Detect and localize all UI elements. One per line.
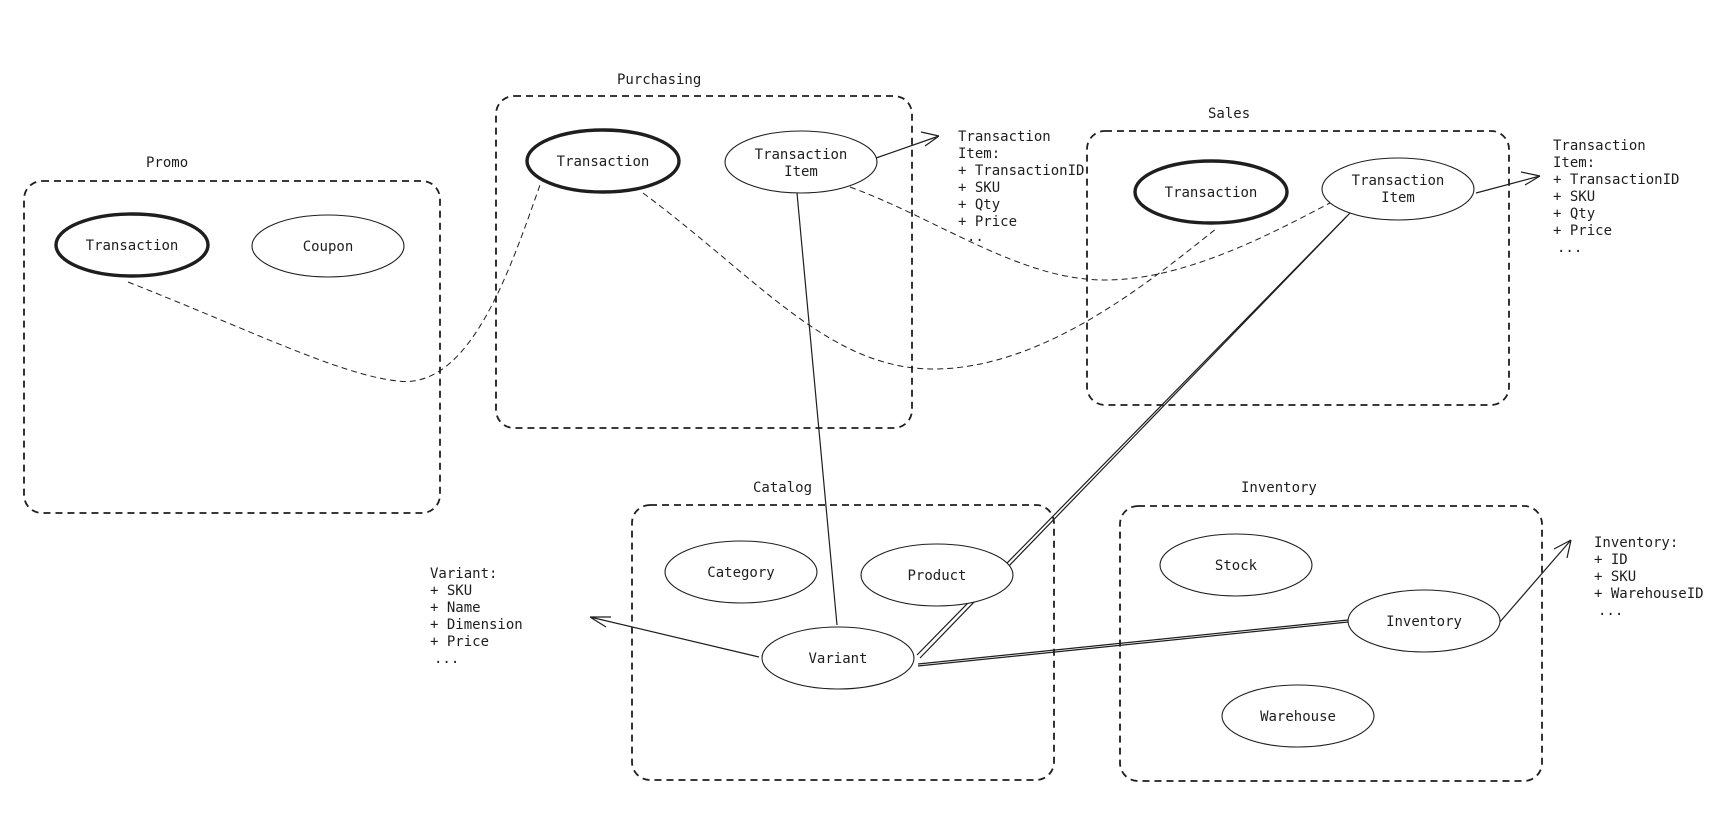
inventory-stock-node[interactable]: Stock [1159, 533, 1313, 597]
purchasing-box [495, 95, 913, 429]
purchasing-to-sales-transaction-relation [642, 192, 1218, 370]
node-label: Transaction [755, 147, 848, 163]
promo-to-purchasing-relation [127, 184, 541, 382]
catalog-label: Catalog [753, 480, 812, 496]
node-label: Transaction [557, 154, 650, 170]
node-label: Transaction [86, 238, 179, 254]
note-line: + Price [430, 634, 489, 650]
note-line: + Qty [1553, 206, 1595, 222]
note-line: Inventory: [1594, 535, 1678, 551]
note-line: + Price [958, 214, 1017, 230]
inventory-inventory-node[interactable]: Inventory [1347, 589, 1501, 653]
purchasing-transaction-item-node[interactable]: Transaction Item [724, 130, 878, 194]
note-line: .. [967, 229, 984, 245]
node-label: Item [784, 164, 818, 180]
sales-box [1086, 130, 1510, 406]
purchasing-item-to-sales-item-relation [849, 186, 1331, 281]
note-line: + Name [430, 600, 481, 616]
note-line: + SKU [1553, 189, 1595, 205]
catalog-variant-node[interactable]: Variant [761, 626, 915, 690]
note-line: Item: [958, 146, 1000, 162]
variant-note-arrow [589, 616, 760, 658]
sales-item-note: Transaction Item: + TransactionID + SKU … [1553, 138, 1679, 256]
catalog-box [631, 504, 1055, 781]
note-line: + SKU [1594, 569, 1636, 585]
sales-transaction-node[interactable]: Transaction [1133, 159, 1289, 225]
note-line: + Dimension [430, 617, 523, 633]
node-label: Item [1381, 190, 1415, 206]
node-label: Category [707, 565, 774, 581]
note-line: + TransactionID [958, 163, 1084, 179]
note-line: ... [1557, 240, 1582, 256]
node-label: Transaction [1352, 173, 1445, 189]
note-line: + Price [1553, 223, 1612, 239]
sales-item-note-arrow [1475, 171, 1541, 194]
node-label: Stock [1215, 558, 1258, 574]
sales-label: Sales [1208, 106, 1250, 122]
catalog-category-node[interactable]: Category [664, 540, 818, 604]
promo-label: Promo [146, 155, 188, 171]
inventory-warehouse-node[interactable]: Warehouse [1221, 684, 1375, 748]
note-line: + SKU [958, 180, 1000, 196]
catalog-product-node[interactable]: Product [860, 543, 1014, 607]
note-line: Transaction [958, 129, 1051, 145]
promo-transaction-node[interactable]: Transaction [54, 212, 210, 278]
variant-note: Variant: + SKU + Name + Dimension + Pric… [430, 566, 523, 667]
note-line: + TransactionID [1553, 172, 1679, 188]
inventory-note: Inventory: + ID + SKU + WarehouseID ... [1594, 535, 1704, 619]
variant-to-inventory-link-double [917, 619, 1349, 665]
node-label: Product [907, 568, 966, 584]
note-line: ... [1598, 603, 1623, 619]
node-label: Inventory [1386, 614, 1462, 630]
node-label: Coupon [303, 239, 354, 255]
inventory-label: Inventory [1241, 480, 1317, 496]
purchasing-transaction-node[interactable]: Transaction [525, 128, 681, 194]
purchasing-item-note: Transaction Item: + TransactionID + SKU … [958, 129, 1084, 245]
purchasing-item-note-arrow [875, 131, 940, 159]
note-line: + WarehouseID [1594, 586, 1704, 602]
node-label: Variant [808, 651, 867, 667]
sales-transaction-item-node[interactable]: Transaction Item [1321, 157, 1475, 221]
note-line: Variant: [430, 566, 497, 582]
inventory-note-arrow [1498, 539, 1572, 624]
note-line: + SKU [430, 583, 472, 599]
purchasing-label: Purchasing [617, 72, 701, 88]
node-label: Transaction [1165, 185, 1258, 201]
promo-box [23, 180, 441, 514]
note-line: Transaction [1553, 138, 1646, 154]
variant-to-inventory-link [917, 621, 1349, 667]
note-line: + ID [1594, 552, 1628, 568]
promo-coupon-node[interactable]: Coupon [251, 214, 405, 278]
node-label: Warehouse [1260, 709, 1336, 725]
purchasing-item-to-variant-link [796, 192, 838, 626]
note-line: + Qty [958, 197, 1000, 213]
note-line: Item: [1553, 155, 1595, 171]
note-line: ... [434, 651, 459, 667]
